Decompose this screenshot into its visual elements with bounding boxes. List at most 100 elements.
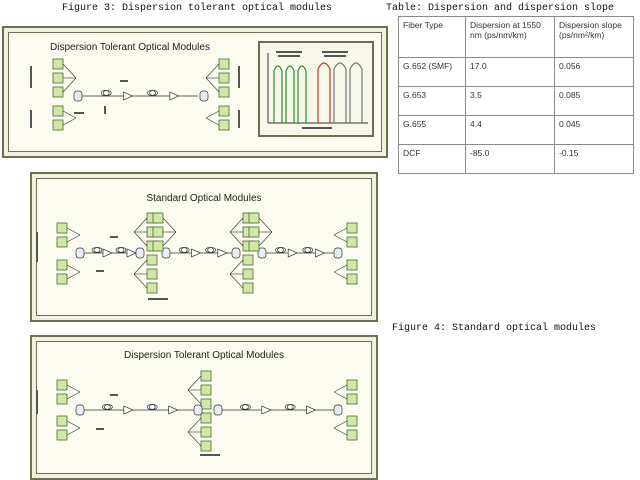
figure4-caption: Figure 4: Standard optical modules — [392, 323, 597, 334]
fiber-coil — [205, 247, 214, 253]
fiber-link — [333, 234, 348, 243]
fiber-coil — [275, 247, 284, 253]
fiber-link — [205, 77, 220, 93]
table-cell: -0.15 — [554, 144, 634, 174]
optical-module — [346, 259, 358, 271]
optical-module — [200, 412, 212, 424]
tiny-label — [110, 394, 118, 396]
optical-module — [52, 86, 64, 98]
optical-module — [56, 273, 68, 285]
optical-module — [218, 72, 230, 84]
fiber-link — [229, 217, 244, 233]
fiber-link — [333, 227, 348, 236]
optical-module — [200, 440, 212, 452]
fiber-coil — [93, 247, 103, 253]
optical-module — [218, 119, 230, 131]
panel-standard — [30, 172, 378, 322]
amplifier — [217, 248, 228, 258]
amplifier — [191, 248, 202, 258]
tiny-label — [238, 66, 240, 88]
optical-module — [218, 58, 230, 70]
fiber-coil — [242, 404, 251, 410]
fiber-coil — [147, 90, 156, 96]
amplifier — [169, 91, 180, 101]
amplifier — [123, 405, 134, 415]
dispersion-table-wrap: Fiber Type Dispersion at 1550 nm (ps/nm/… — [398, 16, 634, 174]
tiny-label — [238, 110, 240, 128]
fiber-link — [66, 427, 81, 436]
table-cell: -85.0 — [465, 144, 555, 174]
tiny-label — [36, 232, 38, 262]
spectrum-peak-gray-2 — [349, 62, 363, 123]
table-cell: 17.0 — [465, 57, 555, 87]
fiber-coil — [277, 247, 286, 253]
table-cell: DCF — [398, 144, 466, 174]
optical-module — [242, 268, 254, 280]
fiber-coil — [149, 90, 158, 96]
table-cell: 4.4 — [465, 115, 555, 145]
optical-module — [346, 379, 358, 391]
table-caption: Table: Dispersion and dispersion slope — [386, 3, 615, 14]
tiny-label — [30, 110, 32, 128]
amplifier — [306, 405, 317, 415]
tiny-label — [148, 298, 168, 300]
fiber-coil — [207, 247, 216, 253]
fiber-link — [66, 420, 81, 429]
fiber-coil — [180, 247, 190, 253]
fiber-link — [62, 63, 77, 79]
mux-node — [73, 90, 83, 102]
optical-module — [248, 212, 260, 224]
optical-module — [242, 282, 254, 294]
optical-module — [218, 105, 230, 117]
tiny-label — [36, 390, 38, 414]
fiber-link — [133, 273, 148, 289]
optical-module — [52, 58, 64, 70]
spectrum-inset — [258, 41, 374, 137]
table-cell: 0.085 — [554, 86, 634, 116]
optical-module — [200, 384, 212, 396]
optical-module — [152, 212, 164, 224]
fiber-link — [66, 384, 81, 393]
fiber-coil — [286, 404, 296, 410]
optical-module — [56, 236, 68, 248]
fiber-coil — [284, 404, 294, 410]
fiber-link — [258, 231, 273, 247]
fiber-link — [333, 420, 348, 429]
optical-module — [152, 226, 164, 238]
spectrum-graph — [267, 51, 368, 129]
table-cell: G.655 — [398, 115, 466, 145]
fiber-link — [187, 389, 202, 405]
fiber-link — [66, 234, 81, 243]
fiber-link — [62, 117, 77, 126]
spectrum-peak-red — [317, 62, 331, 123]
table-cell: G.652 (SMF) — [398, 57, 466, 87]
tiny-label — [110, 236, 118, 238]
amplifier — [126, 248, 137, 258]
header-fiber-type: Fiber Type — [398, 16, 466, 58]
figure3-caption: Figure 3: Dispersion tolerant optical mo… — [62, 3, 333, 14]
fiber-link — [229, 231, 244, 247]
fiber-link — [258, 217, 273, 233]
fiber-link — [133, 231, 148, 247]
header-dispersion: Dispersion at 1550 nm (ps/nm/km) — [465, 16, 555, 58]
table-cell: 0.045 — [554, 115, 634, 145]
tiny-label — [96, 428, 104, 430]
optical-module — [152, 240, 164, 252]
fiber-link — [162, 217, 177, 233]
amplifier — [123, 91, 134, 101]
header-dispersion-slope: Dispersion slope (ps/nm²/km) — [554, 16, 634, 58]
optical-module — [200, 370, 212, 382]
optical-module — [200, 398, 212, 410]
fiber-link — [162, 231, 177, 247]
table-header-row: Fiber Type Dispersion at 1550 nm (ps/nm/… — [398, 16, 634, 58]
optical-module — [346, 415, 358, 427]
optical-module — [56, 379, 68, 391]
amplifier — [261, 405, 272, 415]
fiber-coil — [240, 404, 249, 410]
tiny-label — [120, 80, 128, 82]
fiber-coil — [102, 404, 111, 410]
table-cell: G.653 — [398, 86, 466, 116]
fiber-coil — [104, 404, 113, 410]
table-cell: 0.056 — [554, 57, 634, 87]
optical-module — [56, 259, 68, 271]
